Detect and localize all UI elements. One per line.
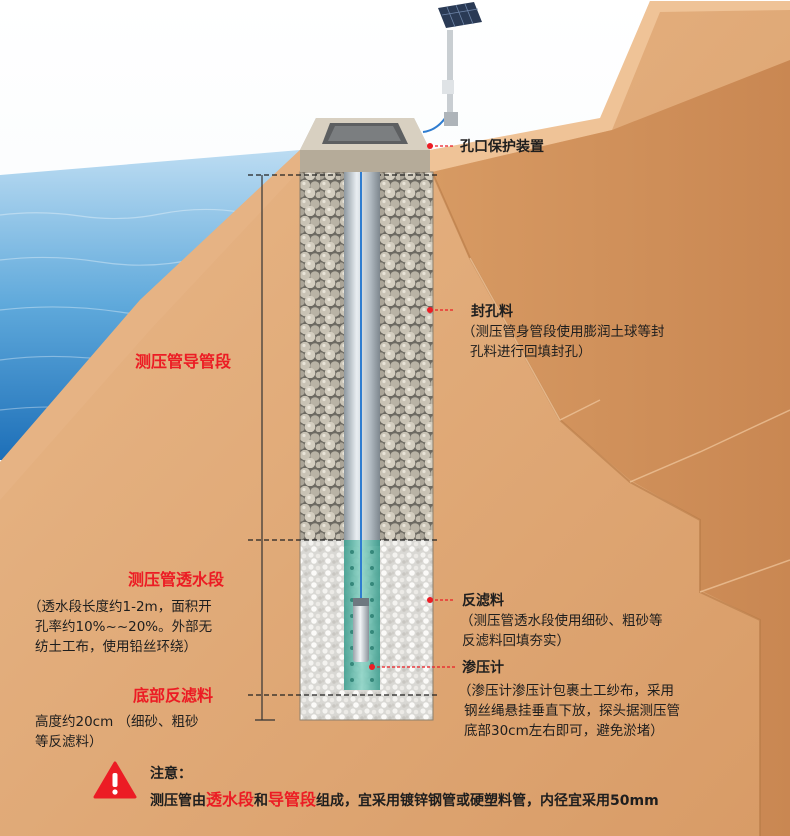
bottom-desc-2: 等反滤料） — [35, 734, 103, 750]
piezometer-desc-1: （渗压计渗压计包裹土工纱布，采用 — [458, 683, 674, 699]
embankment-steps — [431, 60, 790, 836]
guide-section-label: 测压管导管段 — [135, 352, 232, 371]
permeable-desc-1: （透水段长度约1-2m，面积开 — [28, 599, 212, 615]
note-highlight-permeable: 透水段 — [206, 790, 255, 809]
bottom-desc-1: 高度约20cm （细砂、粗砂 — [35, 714, 199, 730]
filter-desc-1: （测压管透水段使用细砂、粗砂等 — [460, 613, 663, 629]
callout-leaders — [372, 145, 455, 668]
note-title: 注意： — [150, 766, 192, 782]
seal-desc-2: 孔料进行回填封孔） — [470, 344, 592, 360]
seal-desc-1: （测压管身管段使用膨润土球等封 — [462, 324, 665, 340]
piezometer-probe — [353, 598, 369, 662]
permeable-desc-3: 纺土工布，使用铅丝环绕） — [35, 639, 197, 655]
bottom-filter-label: 底部反滤料 — [133, 686, 214, 705]
wellhead-label: 孔口保护装置 — [460, 139, 544, 155]
piezometer-title: 渗压计 — [462, 660, 504, 676]
permeable-desc-2: 孔率约10%~~20%。外部无 — [35, 619, 213, 635]
wellhead-protection-box — [300, 118, 430, 172]
note-part-1: 测压管由 — [150, 793, 206, 809]
permeable-section-label: 测压管透水段 — [128, 570, 225, 589]
filter-title: 反滤料 — [462, 593, 504, 609]
note-part-2: 和 — [254, 793, 269, 809]
solar-monitoring-pole — [422, 2, 482, 133]
piezometer-desc-3: 底部30cm左右即可，避免淤堵） — [464, 723, 664, 739]
seal-title: 封孔料 — [471, 304, 513, 320]
piezometer-desc-2: 钢丝绳悬挂垂直下放，探头据测压管 — [464, 703, 680, 719]
note-text: 测压管由透水段和导管段组成，宜采用镀锌钢管或硬塑料管，内径宜采用50mm — [150, 786, 659, 810]
note-highlight-guide: 导管段 — [268, 790, 317, 809]
filter-desc-2: 反滤料回填夯实） — [462, 633, 570, 649]
note-part-3: 组成，宜采用镀锌钢管或硬塑料管，内径宜采用50mm — [316, 793, 659, 809]
warning-triangle-icon — [93, 761, 137, 799]
